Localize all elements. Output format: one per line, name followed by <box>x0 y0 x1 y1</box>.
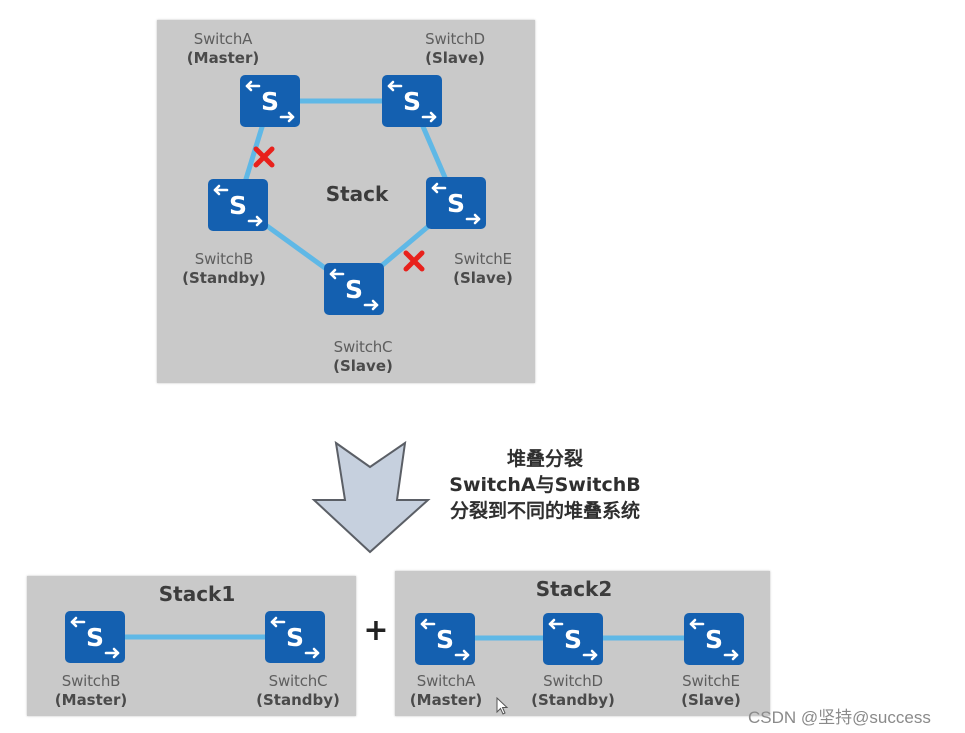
svg-text:S: S <box>261 87 279 116</box>
switch-name: SwitchA <box>416 672 476 690</box>
switch-name: SwitchE <box>682 672 740 690</box>
switch-b-label: SwitchB (Master) <box>55 672 127 710</box>
switch-role: (Master) <box>409 691 483 709</box>
switch-role: (Master) <box>186 49 260 67</box>
switch-b-icon: S <box>208 179 268 231</box>
switch-role: (Standby) <box>182 269 266 287</box>
switch-d-label: SwitchD (Slave) <box>425 30 485 68</box>
switch-role: (Standby) <box>256 691 340 709</box>
switch-e-label: SwitchE (Slave) <box>681 672 741 710</box>
svg-text:S: S <box>447 189 465 218</box>
switch-name: SwitchC <box>268 672 328 690</box>
caption-line: SwitchA与SwitchB <box>449 474 641 496</box>
switch-name: SwitchB <box>194 250 254 268</box>
switch-role: (Standby) <box>531 691 615 709</box>
switch-role: (Master) <box>54 691 128 709</box>
switch-b-label: SwitchB (Standby) <box>182 250 266 288</box>
svg-text:S: S <box>229 191 247 220</box>
svg-text:S: S <box>436 625 454 654</box>
caption-line: 堆叠分裂 <box>506 448 583 470</box>
switch-c-icon: S <box>324 263 384 315</box>
switch-d-label: SwitchD (Standby) <box>531 672 615 710</box>
svg-text:S: S <box>86 623 104 652</box>
switch-e-icon: S <box>684 613 744 665</box>
svg-text:S: S <box>286 623 304 652</box>
switch-role: (Slave) <box>453 269 513 287</box>
switch-name: SwitchB <box>61 672 121 690</box>
switch-name: SwitchD <box>425 30 485 48</box>
stack2-title: Stack2 <box>535 577 613 601</box>
switch-a-label: SwitchA (Master) <box>410 672 482 710</box>
switch-name: SwitchE <box>454 250 512 268</box>
switch-a-icon: S <box>415 613 475 665</box>
stack-title: Stack <box>325 182 389 206</box>
switch-a-icon: S <box>240 75 300 127</box>
split-caption: 堆叠分裂 SwitchA与SwitchB 分裂到不同的堆叠系统 <box>449 446 640 524</box>
switch-e-icon: S <box>426 177 486 229</box>
plus-sign: + <box>363 613 389 648</box>
switch-c-icon: S <box>265 611 325 663</box>
switch-c-label: SwitchC (Standby) <box>256 672 340 710</box>
switch-c-label: SwitchC (Slave) <box>333 338 393 376</box>
svg-text:S: S <box>345 275 363 304</box>
switch-role: (Slave) <box>333 357 393 375</box>
switch-b-icon: S <box>65 611 125 663</box>
switch-role: (Slave) <box>425 49 485 67</box>
switch-name: SwitchD <box>543 672 603 690</box>
mouse-cursor-icon <box>496 697 509 715</box>
switch-a-label: SwitchA (Master) <box>187 30 259 68</box>
broken-link-icon-c-e <box>403 250 425 272</box>
watermark: CSDN @坚持@success <box>748 708 931 727</box>
svg-text:S: S <box>564 625 582 654</box>
switch-e-label: SwitchE (Slave) <box>453 250 513 288</box>
svg-text:S: S <box>705 625 723 654</box>
stack1-title: Stack1 <box>158 582 236 606</box>
switch-d-icon: S <box>543 613 603 665</box>
switch-name: SwitchC <box>333 338 393 356</box>
switch-d-icon: S <box>382 75 442 127</box>
caption-line: 分裂到不同的堆叠系统 <box>449 500 640 522</box>
switch-name: SwitchA <box>193 30 253 48</box>
svg-text:S: S <box>403 87 421 116</box>
switch-role: (Slave) <box>681 691 741 709</box>
broken-link-icon-a-b <box>253 146 275 168</box>
